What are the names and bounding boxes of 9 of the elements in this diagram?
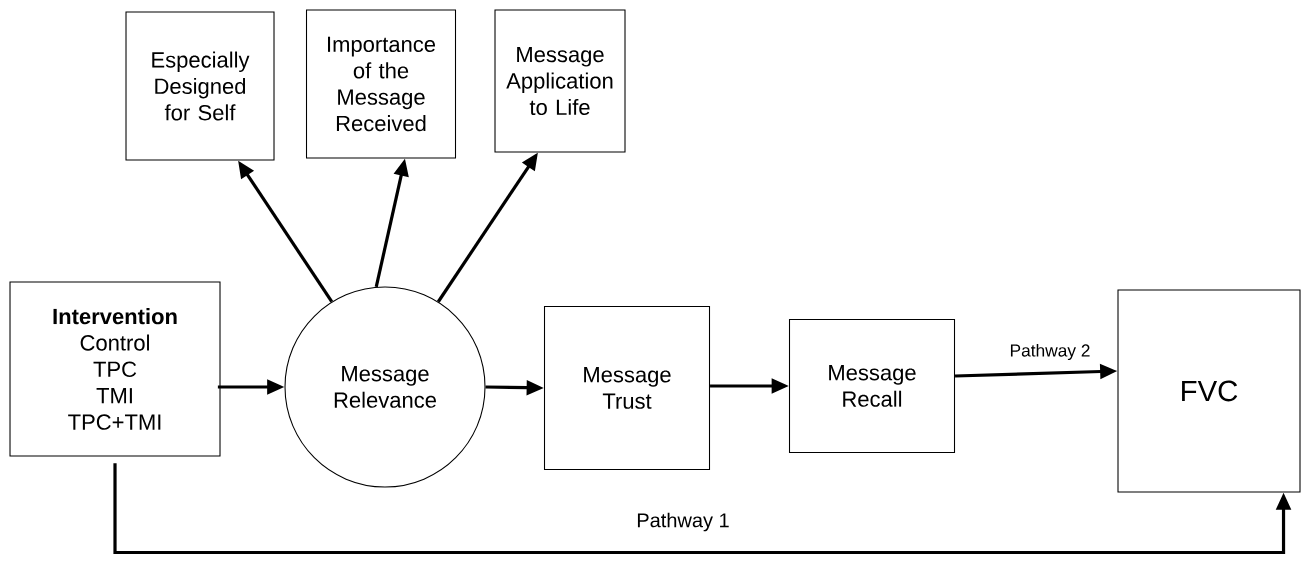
mediator-box: Message Recall [788,318,956,454]
intervention-box: Intervention Control TPC TMI TPC+TMI [9,281,221,457]
outcome-box: FVC [1117,289,1301,493]
mediator-box: Message Trust [543,305,711,471]
concept-box: Message Application to Life [494,9,626,153]
concept-box: Importance of the Message Received [305,9,457,159]
concept-box: Especially Designed for Self [125,11,275,161]
edge-label: Pathway 2 [1010,343,1090,361]
edge-label: Pathway 1 [637,512,729,532]
